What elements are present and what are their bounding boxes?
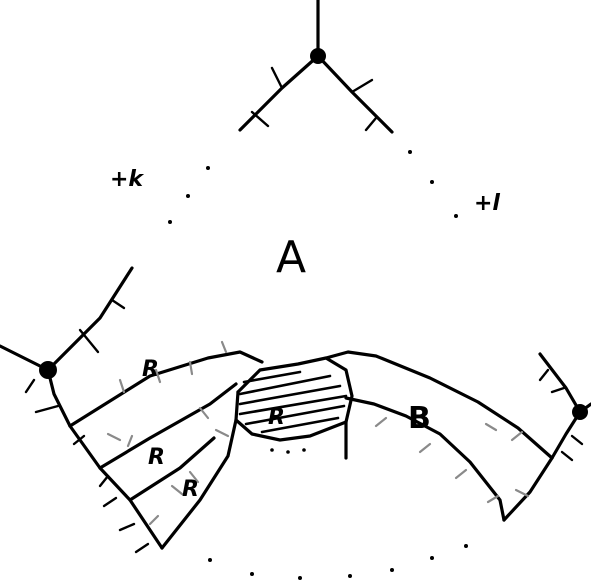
region-r-mid-label: R bbox=[148, 445, 165, 470]
region-a-label: A bbox=[276, 232, 306, 283]
left-junction bbox=[0, 266, 134, 428]
top-junction bbox=[238, 0, 394, 134]
point-right-label: +l bbox=[474, 191, 500, 216]
dotted-boundary-top bbox=[168, 150, 458, 224]
region-b-label: B bbox=[408, 401, 431, 436]
hatched-region bbox=[234, 356, 354, 460]
point-left-label: +k bbox=[110, 167, 144, 192]
hatched-r-label: R bbox=[268, 405, 285, 430]
right-junction bbox=[538, 352, 591, 462]
region-r-low-label: R bbox=[182, 477, 199, 502]
dotted-boundary-bottom bbox=[208, 544, 468, 580]
left-bands bbox=[68, 340, 264, 554]
right-band bbox=[324, 350, 554, 522]
region-r-top-label: R bbox=[142, 357, 159, 382]
